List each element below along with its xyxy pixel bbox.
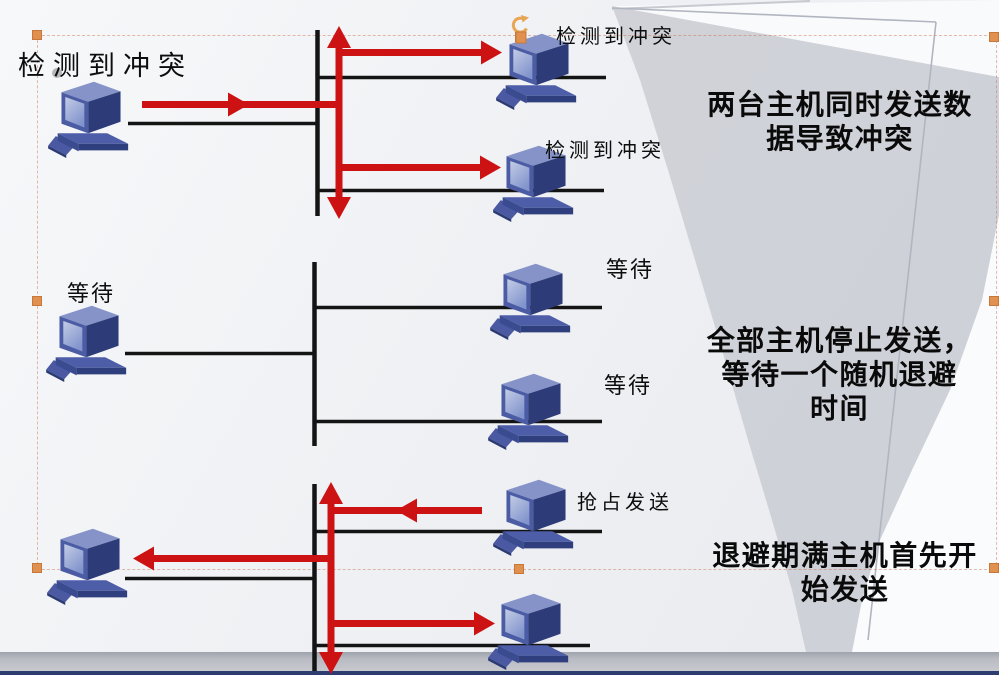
outline-rectangle [611, 7, 937, 641]
caption-line: 始发送 [800, 574, 890, 605]
caption-line: 退避期满主机首先开 [712, 540, 978, 571]
selection-handle-bottom-left[interactable] [32, 563, 42, 573]
computer-icon[interactable] [490, 260, 576, 340]
computer-icon[interactable] [47, 525, 133, 605]
caption-collision: 两台主机同时发送数 据导致冲突 [695, 88, 985, 156]
host-label-wait-left: 等待 [67, 281, 116, 306]
computer-icon[interactable] [493, 476, 579, 556]
host-label-wait-right-1: 等待 [606, 257, 655, 282]
computer-icon[interactable] [48, 78, 134, 158]
caption-resume: 退避期满主机首先开 始发送 [690, 539, 999, 607]
bottom-bar [0, 671, 999, 675]
caption-backoff: 全部主机停止发送， 等待一个随机退避 时间 [692, 324, 987, 426]
caption-line: 两台主机同时发送数 [707, 89, 973, 120]
host-label-collision-right-1: 检测到冲突 [556, 26, 676, 48]
selection-handle-top-left[interactable] [32, 30, 42, 40]
caption-line: 时间 [809, 393, 869, 424]
bullet-dot [52, 68, 62, 78]
selection-handle-mid-right[interactable] [989, 296, 999, 306]
computer-icon[interactable] [46, 302, 132, 382]
caption-line: 等待一个随机退避 [721, 359, 958, 390]
host-label-collision-left: 检测到冲突 [18, 51, 193, 81]
host-label-collision-right-2: 检测到冲突 [545, 140, 665, 162]
caption-line: 据导致冲突 [766, 123, 914, 154]
white-region [822, 210, 999, 652]
gray-swoosh [612, 6, 999, 652]
rotate-handle-icon[interactable] [508, 13, 534, 45]
host-label-wait-right-2: 等待 [604, 373, 653, 398]
selection-handle-mid-left[interactable] [32, 296, 42, 306]
white-wedge [612, 0, 999, 78]
computer-icon[interactable] [488, 370, 574, 450]
streak-line [611, 0, 811, 10]
selection-handle-bottom-center[interactable] [514, 564, 524, 574]
host-label-preempt-send: 抢占发送 [577, 492, 673, 514]
selection-handle-top-right[interactable] [989, 32, 999, 42]
computer-icon[interactable] [488, 590, 574, 670]
caption-line: 全部主机停止发送， [706, 325, 973, 356]
